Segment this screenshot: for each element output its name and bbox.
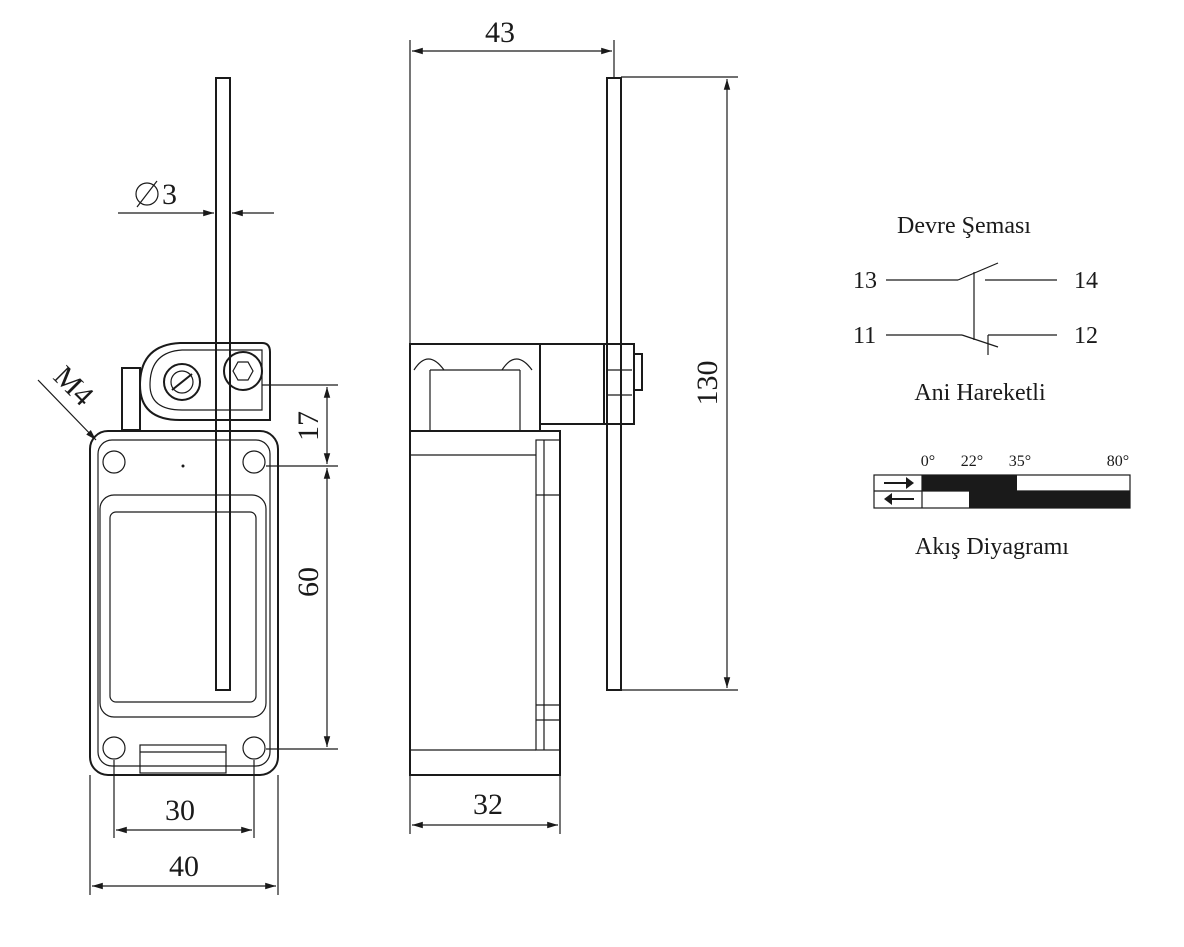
dim-head-height: 17 (292, 411, 325, 441)
mount-hole (102, 736, 126, 760)
lever-hub (138, 342, 271, 421)
angle-80: 80° (1107, 453, 1129, 470)
angle-22: 22° (961, 453, 983, 470)
dim-lever-offset: 43 (485, 16, 515, 49)
return-arrow-icon (884, 493, 914, 505)
side-dimensions: 43 130 32 (409, 16, 738, 834)
circuit-subtitle: Ani Hareketli (914, 380, 1046, 406)
dim-total-height: 130 (691, 361, 724, 406)
front-dimensions: 40 30 60 17 3 M4 (37, 178, 338, 895)
switch-body (89, 430, 279, 776)
dim-front-width: 40 (169, 850, 199, 883)
diameter-icon (135, 182, 159, 206)
dim-hole-spacing: 30 (165, 794, 195, 827)
circuit-diagram: Devre Şeması 13 14 11 12 Ani Hareketli (853, 213, 1098, 406)
contact-bar-nc (969, 491, 1130, 508)
mount-hole (242, 450, 266, 474)
forward-arrow-icon (884, 477, 914, 489)
mount-hole (102, 450, 126, 474)
side-body (409, 430, 561, 776)
side-lever-rod (606, 77, 622, 691)
hub-screw (163, 363, 201, 401)
side-view (409, 77, 643, 776)
thread-label: M4 (47, 360, 100, 413)
mount-hole (242, 736, 266, 760)
front-cover (109, 511, 257, 703)
circuit-title: Devre Şeması (897, 213, 1031, 239)
flow-diagram: 0° 22° 35° 80° Akış Diyagramı (873, 453, 1131, 560)
terminal-12: 12 (1074, 323, 1098, 349)
flow-title: Akış Diyagramı (915, 534, 1069, 560)
dim-rod-diameter: 3 (162, 178, 177, 211)
angle-35: 35° (1009, 453, 1031, 470)
dim-side-width: 32 (473, 788, 503, 821)
angle-0: 0° (921, 453, 935, 470)
hub-nut (223, 351, 263, 391)
terminal-13: 13 (853, 268, 877, 294)
dim-hole-height: 60 (292, 567, 325, 597)
front-view (89, 77, 279, 776)
terminal-11: 11 (853, 323, 876, 349)
contact-bar-no (922, 475, 1017, 491)
terminal-14: 14 (1074, 268, 1098, 294)
